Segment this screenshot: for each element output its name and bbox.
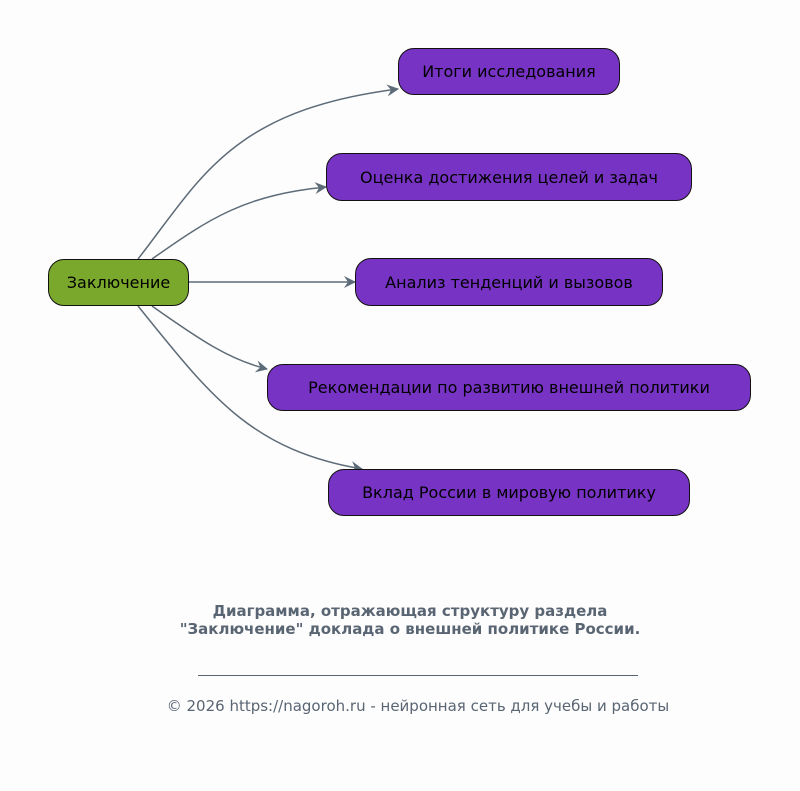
node-child-4[interactable]: Рекомендации по развитию внешней политик… [267, 364, 751, 411]
node-child-5[interactable]: Вклад России в мировую политику [328, 469, 690, 516]
divider [198, 675, 638, 676]
node-child-2[interactable]: Оценка достижения целей и задач [326, 153, 692, 201]
footer-copyright: © 2026 https://nagoroh.ru - нейронная се… [166, 697, 670, 715]
edge-root-to-child-4 [151, 305, 268, 373]
diagram-caption: Диаграмма, отражающая структуру раздела … [179, 602, 641, 638]
edge-root-to-child-2 [151, 182, 327, 260]
edge-root-to-child-1 [137, 84, 399, 260]
node-child-1[interactable]: Итоги исследования [398, 48, 620, 95]
node-root[interactable]: Заключение [48, 259, 189, 306]
node-child-3[interactable]: Анализ тенденций и вызовов [355, 258, 663, 306]
edge-root-to-child-5 [137, 305, 363, 474]
